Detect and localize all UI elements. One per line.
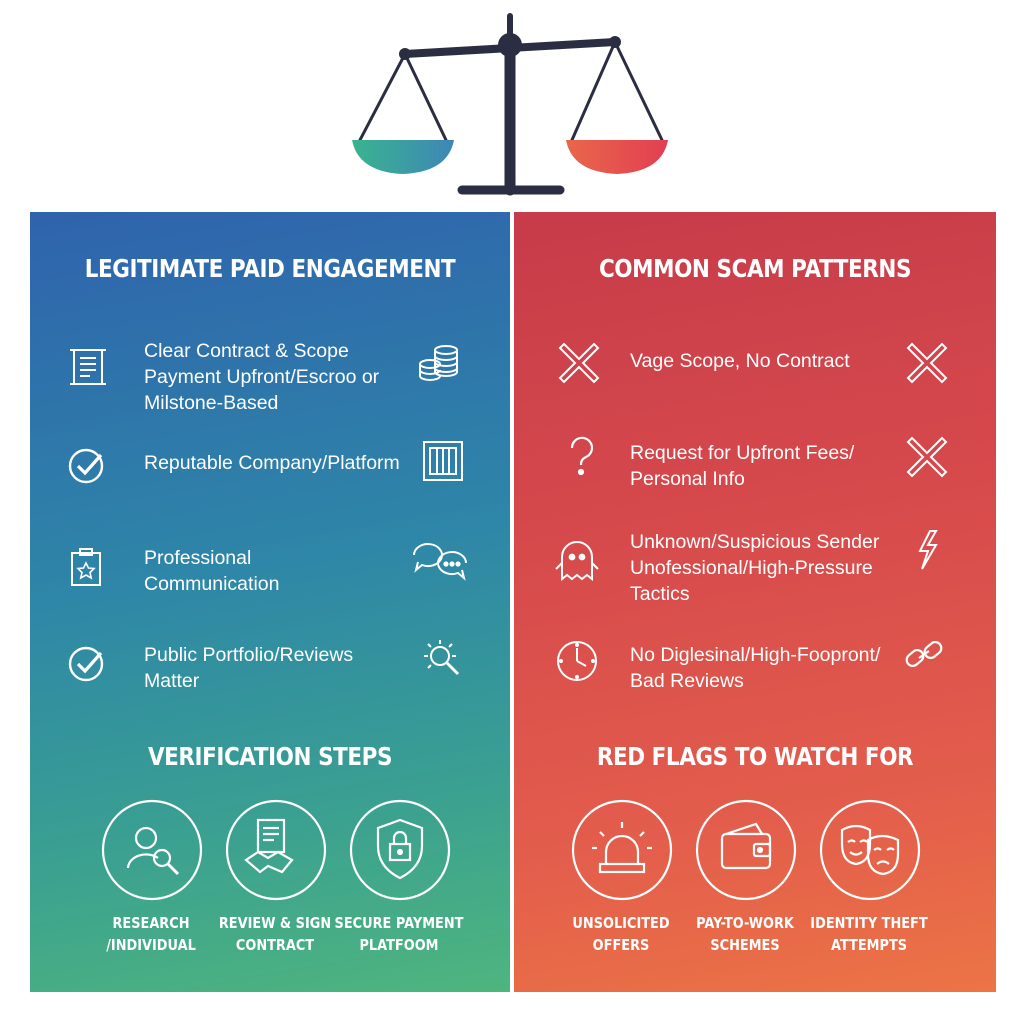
scam-title: COMMON SCAM PATTERNS (598, 254, 912, 283)
legitimate-title: LEGITIMATE PAID ENGAGEMENT (84, 254, 456, 283)
ghost-icon (552, 535, 602, 585)
clock-icon (554, 638, 600, 684)
scam-item-text: Request for Upfront Fees/Personal Info (630, 442, 855, 490)
x-mark-icon (904, 340, 950, 386)
balance-scale-icon (350, 12, 670, 202)
check-circle-icon (66, 442, 112, 488)
verification-title: VERIFICATION STEPS (147, 742, 393, 771)
document-scroll-icon (66, 344, 112, 390)
secure-payment-step (348, 798, 452, 902)
pay-to-work-flag (694, 798, 798, 902)
chat-bubbles-icon (410, 537, 470, 583)
magnifier-sun-icon (420, 636, 466, 682)
badge-star-icon (66, 545, 112, 591)
red-flags-title: RED FLAGS TO WATCH FOR (596, 742, 914, 771)
scam-panel: COMMON SCAM PATTERNS Vage Scope, No Cont… (514, 212, 996, 992)
handshake-contract-step (224, 798, 328, 902)
broken-chain-icon (902, 634, 948, 680)
unsolicited-offers-flag (570, 798, 674, 902)
step-label: RESEARCH/INDIVIDUAL (106, 914, 196, 954)
scam-item-text: Vage Scope, No Contract (630, 350, 850, 372)
lightning-icon (906, 527, 952, 573)
coin-stack-icon (416, 340, 462, 386)
identity-theft-flag (818, 798, 922, 902)
building-icon (420, 438, 466, 484)
legitimate-panel: LEGITIMATE PAID ENGAGEMENT Clear Contrac… (30, 212, 510, 992)
legit-item-text: Reputable Company/Platform (144, 452, 400, 474)
check-circle-icon (66, 640, 112, 686)
scam-item-text: No Diglesinal/High-Foopront/Bad Reviews (630, 644, 881, 692)
x-mark-icon (904, 434, 950, 480)
research-step (100, 798, 204, 902)
question-mark-icon (560, 434, 606, 480)
x-mark-icon (556, 340, 602, 386)
